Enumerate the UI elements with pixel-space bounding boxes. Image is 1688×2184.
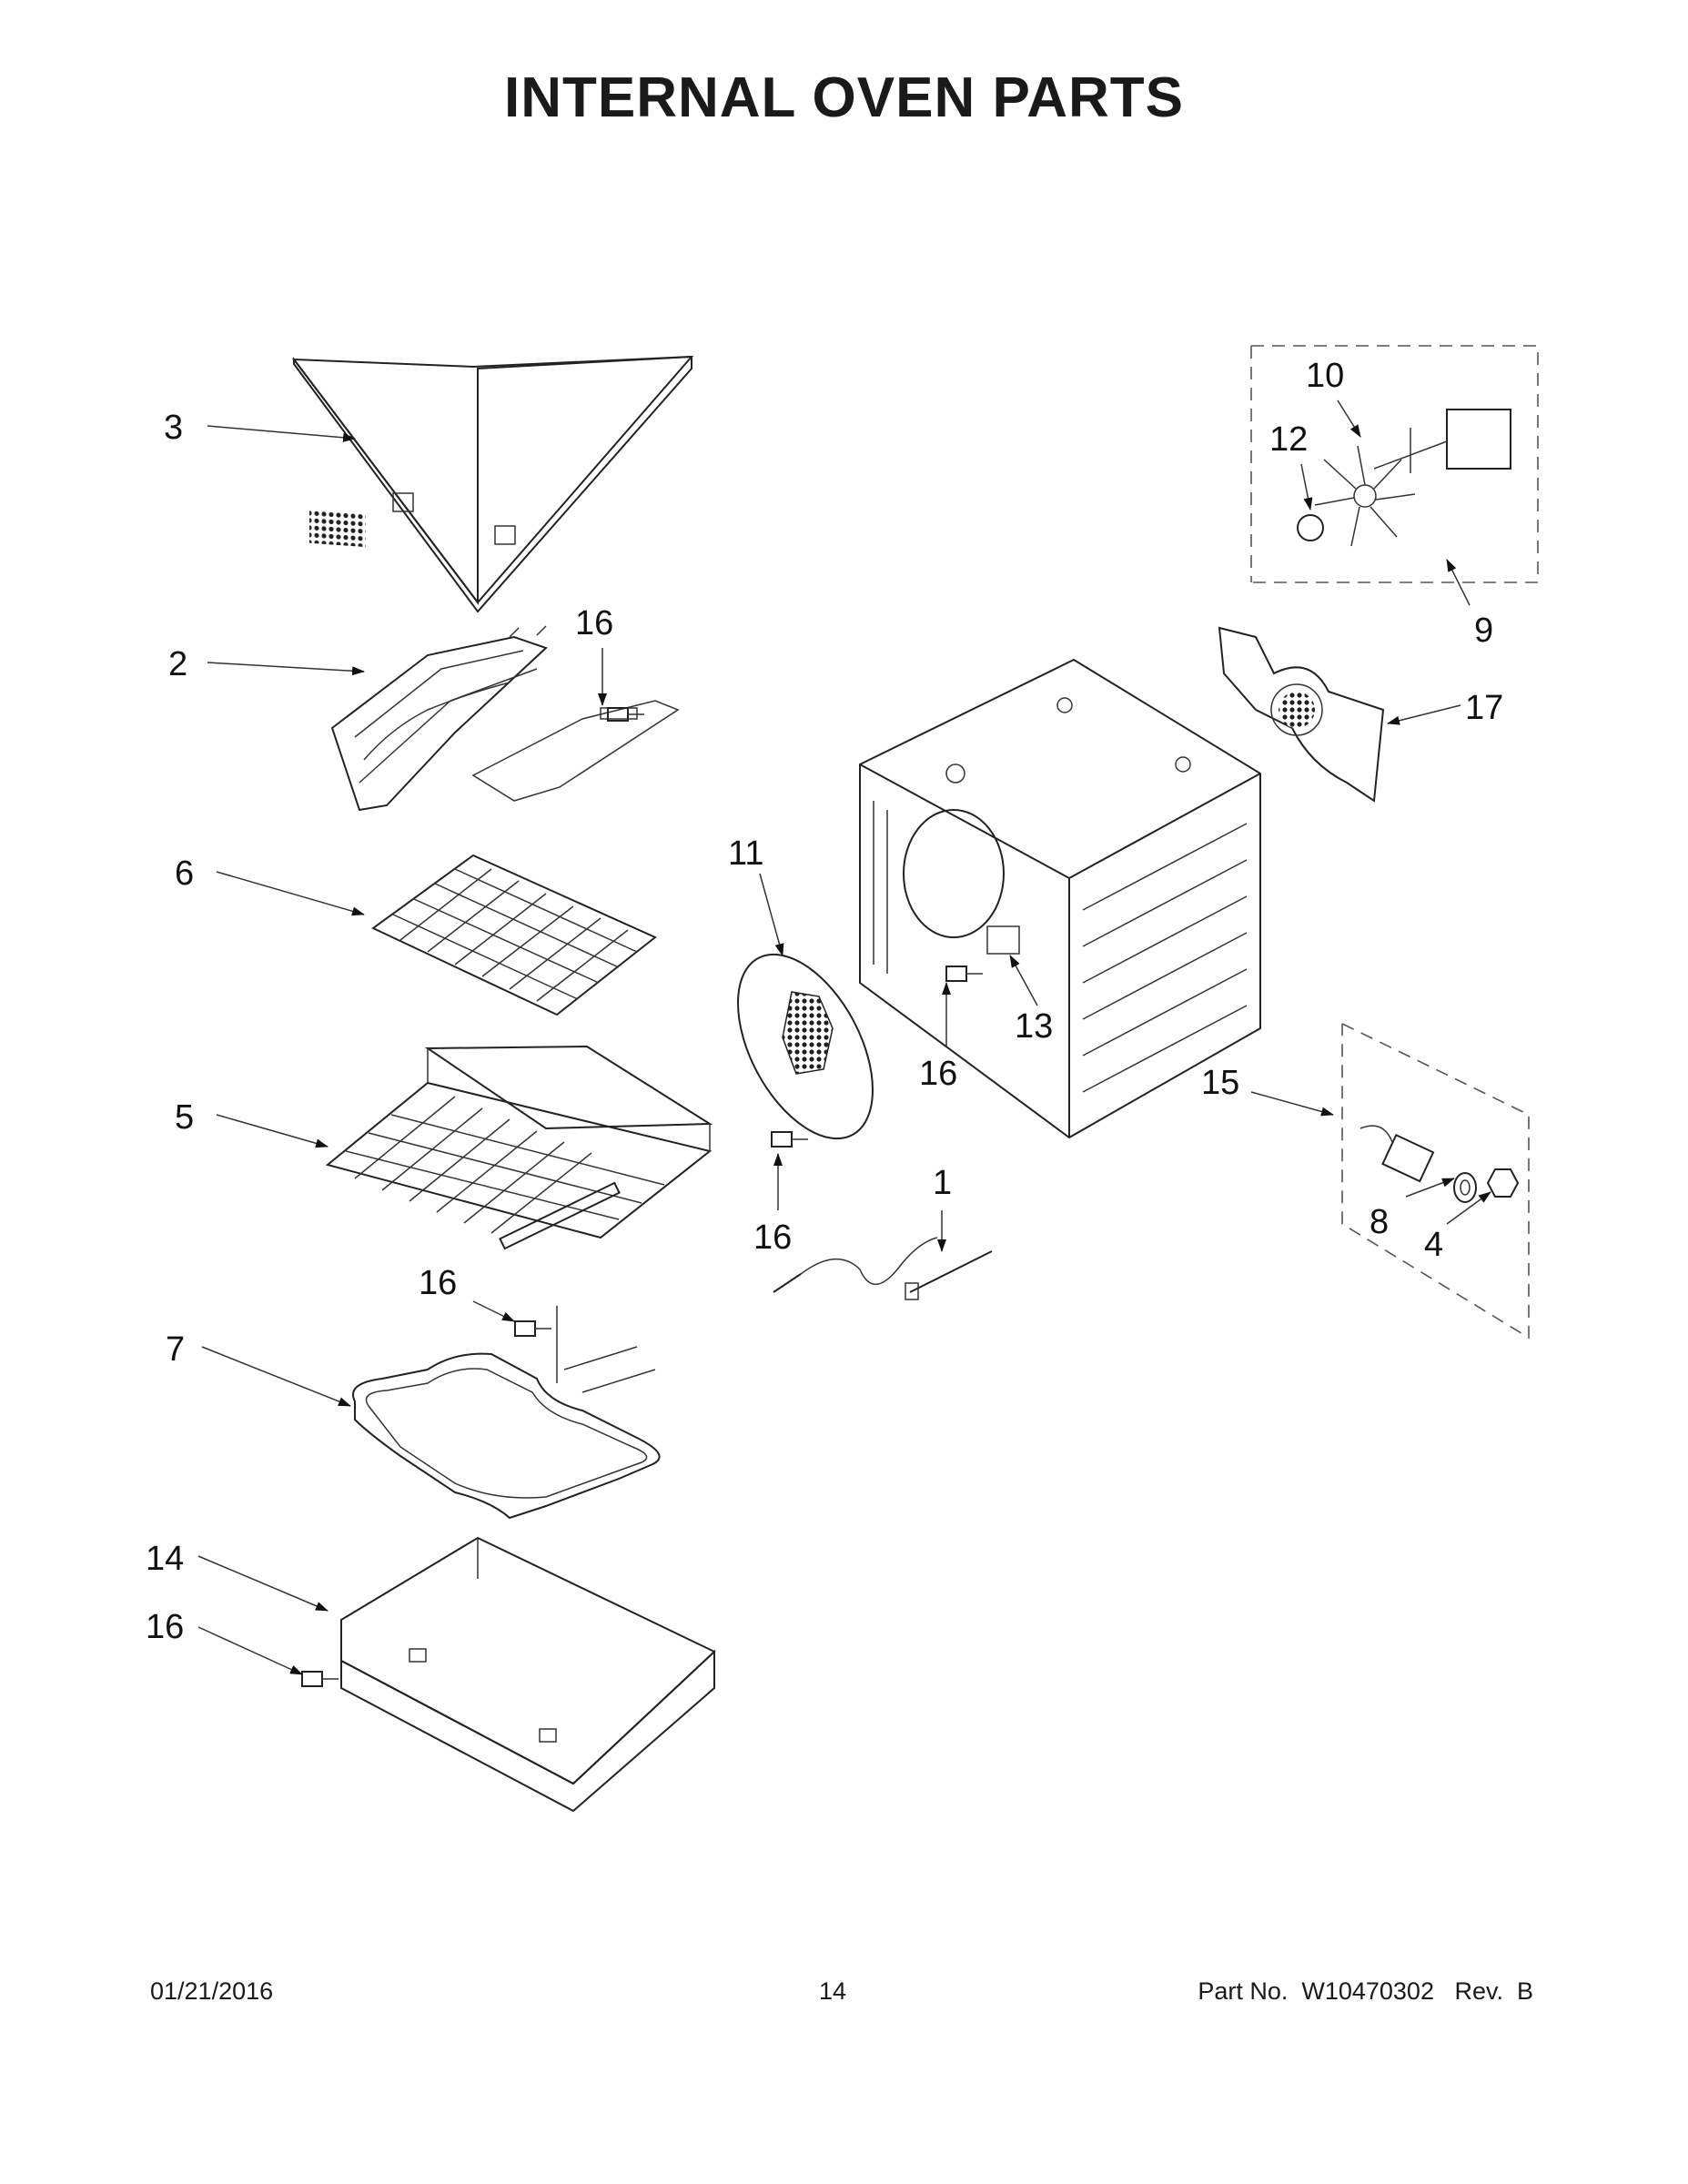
callout-leaders xyxy=(197,399,1491,1675)
meat-probe-illustration xyxy=(773,1237,993,1300)
callout-16-d: 16 xyxy=(753,1218,792,1257)
oven-light-assembly-group xyxy=(1341,1023,1530,1340)
footer-page-number: 14 xyxy=(819,1977,847,2005)
callout-16-a: 16 xyxy=(575,604,613,642)
screw-illustrations xyxy=(301,707,983,1687)
oven-rack-illustration xyxy=(371,854,657,1016)
callout-10: 10 xyxy=(1306,357,1344,395)
extension-rack-illustration xyxy=(325,1045,713,1250)
fan-shroud-illustration xyxy=(1218,626,1385,803)
callout-17: 17 xyxy=(1465,689,1503,727)
convection-fan-cover-illustration xyxy=(737,953,874,1140)
callout-4: 4 xyxy=(1424,1226,1443,1264)
oven-cavity-illustration xyxy=(859,658,1261,1139)
callout-3: 3 xyxy=(164,409,183,447)
callout-14: 14 xyxy=(146,1540,184,1578)
oven-top-panel-illustration xyxy=(291,355,694,613)
footer-date: 01/21/2016 xyxy=(150,1977,274,2005)
callout-9: 9 xyxy=(1474,612,1493,650)
callout-6: 6 xyxy=(175,854,194,893)
callout-2: 2 xyxy=(168,645,187,683)
broil-element-illustration xyxy=(330,625,680,812)
bake-element-illustration xyxy=(352,1306,661,1520)
footer-part-number: Part No. W10470302 Rev. B xyxy=(1198,1977,1533,2005)
page-title: INTERNAL OVEN PARTS xyxy=(504,66,1184,129)
callout-16-c: 16 xyxy=(146,1608,184,1646)
callout-11: 11 xyxy=(728,834,763,873)
fan-motor-assembly-group xyxy=(1250,345,1539,583)
callout-16-e: 16 xyxy=(919,1055,957,1093)
callout-13: 13 xyxy=(1015,1007,1053,1046)
callout-16-b: 16 xyxy=(419,1264,457,1302)
callout-15: 15 xyxy=(1201,1064,1239,1102)
bottom-cover-illustration xyxy=(340,1536,716,1813)
callout-5: 5 xyxy=(175,1098,194,1137)
callout-12: 12 xyxy=(1269,420,1308,459)
callout-8: 8 xyxy=(1370,1203,1389,1241)
callout-7: 7 xyxy=(166,1330,185,1369)
callout-1: 1 xyxy=(933,1164,952,1202)
